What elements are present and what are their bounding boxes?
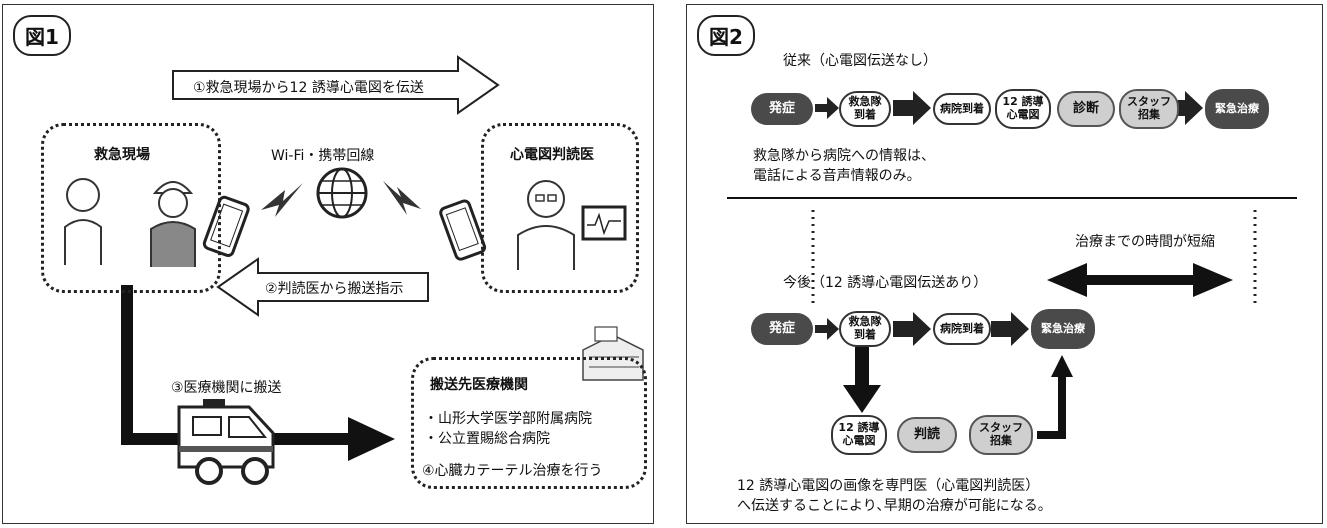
flow-arrow xyxy=(815,318,839,340)
paramedic-icon xyxy=(150,181,196,267)
figure-2-panel: 図2 従来（心電図伝送なし） 発症 救急隊 到着 病院到着 12 誘導 心電図 … xyxy=(686,4,1323,524)
step-ems-arrival: 救急隊 到着 xyxy=(839,91,891,127)
step-emergency-treatment: 緊急治療 xyxy=(1205,89,1269,129)
step-12-lead-ecg: 12 誘導 心電図 xyxy=(831,415,887,455)
figure-2-label: 図2 xyxy=(697,15,755,56)
after-title: 今後（12 誘導心電図伝送あり） xyxy=(783,275,988,291)
step-emergency-treatment: 緊急治療 xyxy=(1031,309,1095,349)
instruction-arrow-label: ②判読医から搬送指示 xyxy=(265,281,404,297)
time-shortened-label: 治療までの時間が短縮 xyxy=(1075,234,1215,250)
step-staff-call: スタッフ 招集 xyxy=(1119,89,1179,129)
flow-arrow xyxy=(1165,91,1203,125)
step-ems-arrival: 救急隊 到着 xyxy=(839,311,891,347)
transport-label: ③医療機関に搬送 xyxy=(171,380,282,396)
after-note-line-1: 12 誘導心電図の画像を専門医（心電図判読医） xyxy=(737,478,1040,494)
ecg-reader-title: 心電図判読医 xyxy=(510,147,594,163)
treatment-label: ④心臓カテーテル治療を行う xyxy=(422,463,603,479)
step-hospital-arrival: 病院到着 xyxy=(933,93,991,125)
instruction-arrow xyxy=(216,257,429,317)
flow-arrow xyxy=(893,91,931,125)
ecg-reader-box: 心電図判読医 xyxy=(481,123,639,293)
step-staff-call: スタッフ 招集 xyxy=(969,415,1033,455)
globe-icon xyxy=(316,167,368,219)
return-path-arrow xyxy=(1037,355,1073,439)
hospital-item: ・山形大学医学部附属病院 xyxy=(424,411,592,427)
smartphone-right-icon xyxy=(439,199,487,261)
ecg-monitor-icon xyxy=(581,205,627,241)
flow-arrow xyxy=(815,97,839,119)
step-hospital-arrival: 病院到着 xyxy=(933,313,991,345)
signal-right-icon xyxy=(383,181,421,215)
transmit-arrow-label: ①救急現場から12 誘導心電図を伝送 xyxy=(193,80,424,96)
emergency-scene-title: 救急現場 xyxy=(94,147,150,163)
before-note-line-2: 電話による音声情報のみ。 xyxy=(753,168,921,184)
step-12-lead-ecg: 12 誘導 心電図 xyxy=(995,89,1051,129)
branch-down-arrow xyxy=(843,347,881,413)
ambulance-icon xyxy=(177,399,275,485)
hospital-item: ・公立置賜総合病院 xyxy=(424,431,550,447)
transmit-arrow xyxy=(172,55,500,115)
figure-1-panel: 図1 ①救急現場から12 誘導心電図を伝送 ②判読医から搬送指示 救急現場 Wi… xyxy=(2,4,654,524)
network-label: Wi-Fi・携帯回線 xyxy=(271,148,375,164)
hospital-box: 搬送先医療機関 ・山形大学医学部附属病院 ・公立置賜総合病院 ④心臓カテーテル治… xyxy=(411,357,647,489)
time-shortened-arrow xyxy=(1047,263,1233,297)
flow-arrow xyxy=(893,312,931,346)
step-onset: 発症 xyxy=(751,313,813,345)
step-onset: 発症 xyxy=(751,93,813,125)
before-title: 従来（心電図伝送なし） xyxy=(783,53,937,69)
figure-2-graphics xyxy=(727,91,1297,439)
signal-left-icon xyxy=(261,183,303,217)
hospital-title: 搬送先医療機関 xyxy=(430,377,528,393)
figure-1-label: 図1 xyxy=(13,15,71,56)
step-reading: 判読 xyxy=(897,417,957,453)
patient-icon xyxy=(64,178,102,265)
after-note-line-2: へ伝送することにより､早期の治療が可能になる。 xyxy=(737,498,1052,514)
step-diagnosis: 診断 xyxy=(1057,91,1115,127)
transport-path-arrow xyxy=(121,285,395,461)
before-note-line-1: 救急隊から病院への情報は、 xyxy=(753,148,935,164)
flow-arrow xyxy=(991,312,1029,346)
emergency-scene-box: 救急現場 xyxy=(41,123,221,293)
doctor-icon xyxy=(517,180,575,270)
